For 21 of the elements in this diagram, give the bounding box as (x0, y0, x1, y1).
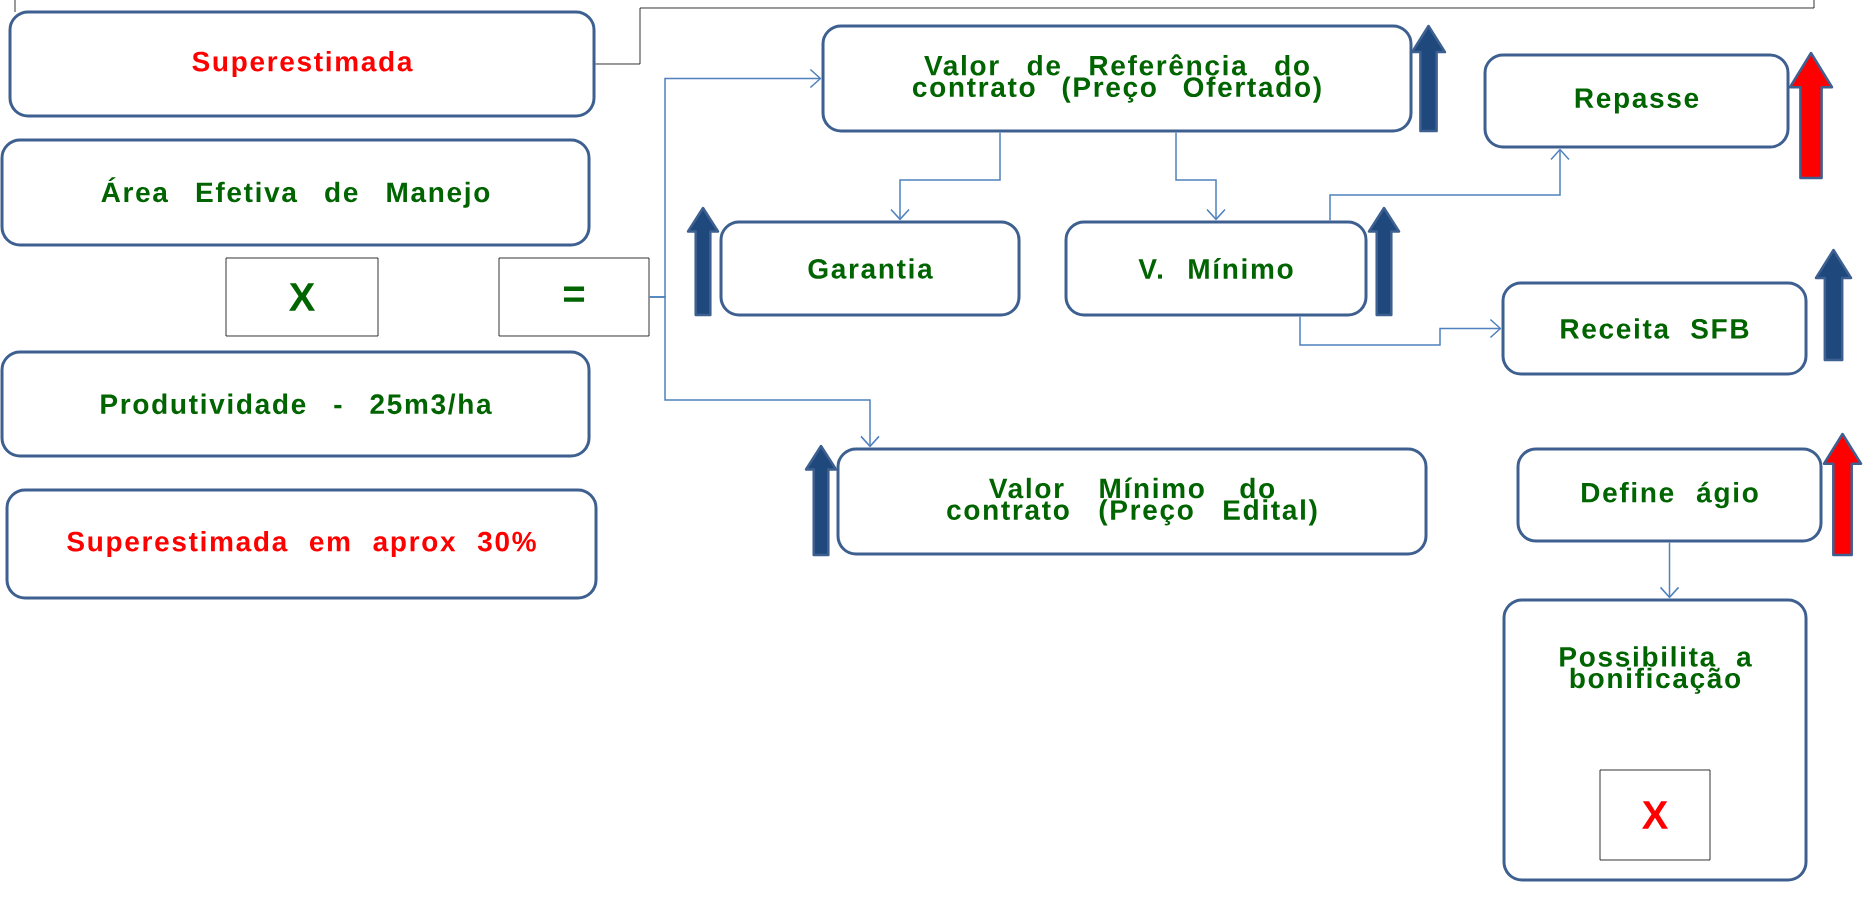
arrow (1299, 315, 1502, 346)
process-box: Define ágio (1516, 447, 1823, 543)
arrow (1329, 148, 1570, 222)
arrow (648, 296, 880, 448)
arrow (890, 131, 1001, 221)
process-box: V. Mínimo (1064, 220, 1368, 317)
operator-box: = (498, 257, 650, 337)
process-box: Repasse (1483, 53, 1790, 149)
process-box: Produtividade - 25m3/ha (0, 350, 591, 458)
process-box: Garantia (719, 220, 1021, 317)
process-box: Valor Mínimo do contrato (Preço Edital) (836, 447, 1428, 556)
operator-box: X (225, 257, 379, 337)
arrow (1659, 541, 1680, 599)
process-box: Receita SFB (1501, 281, 1808, 376)
process-box: Valor de Referência do contrato (Preço Ofertado) (821, 24, 1413, 133)
connector-line (595, 0, 1815, 65)
process-box: Superestimada em aprox 30% (5, 488, 598, 600)
process-box: Superestimada (8, 10, 596, 118)
arrow (1175, 131, 1226, 221)
process-box: Área Efetiva de Manejo (0, 138, 591, 247)
cross-box: X (1599, 769, 1711, 861)
